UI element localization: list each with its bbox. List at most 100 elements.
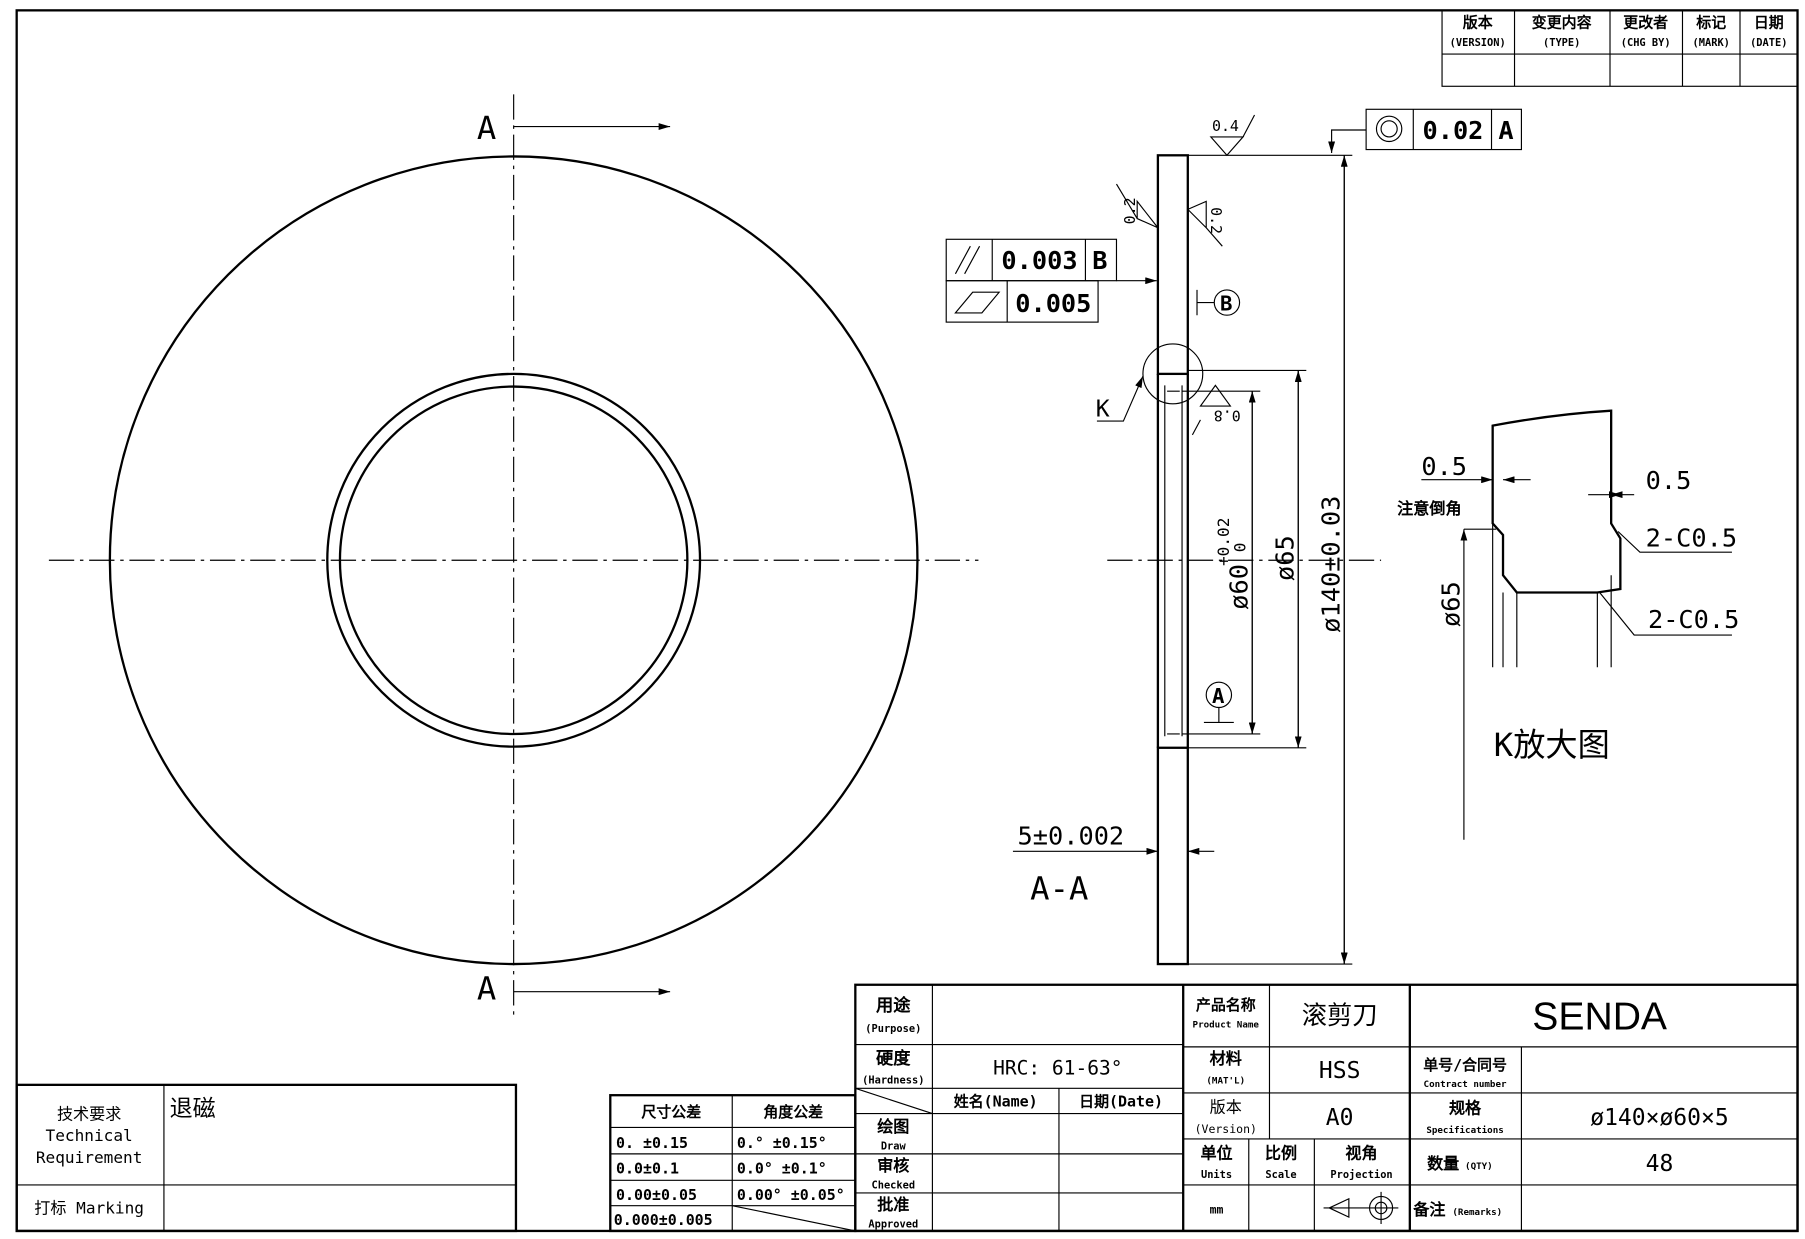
tol-cell: 0.000±0.005 (614, 1211, 713, 1229)
tech-req-value: 退磁 (170, 1096, 216, 1122)
date-header: 日期(Date) (1079, 1093, 1163, 1111)
spec-label-en: Specifications (1426, 1125, 1503, 1136)
rev-header-mark-en: (MARK) (1693, 37, 1730, 49)
tolerance-table: 尺寸公差 角度公差 0. ±0.15 0.° ±0.15° 0.0±0.1 0.… (609, 1094, 857, 1233)
tol-header-angle: 角度公差 (763, 1103, 823, 1121)
units-label: 单位 (1200, 1143, 1232, 1162)
section-view: ø140±0.03 ø65 ø60 +0.02 0 5±0.002 A-A 0.… (945, 108, 1522, 966)
tech-req-label: 技术要求 (57, 1104, 121, 1123)
rev-header-type: 变更内容 (1532, 14, 1592, 32)
tol-cell: 0. ±0.15 (616, 1134, 688, 1152)
tol-cell: 0.00±0.05 (616, 1186, 697, 1204)
tol-cell: 0.° ±0.15° (737, 1134, 827, 1152)
tech-req-label-en2: Requirement (36, 1148, 143, 1167)
spec-value: ø140×ø60×5 (1590, 1105, 1728, 1131)
qty-label-en: (QTY) (1465, 1161, 1493, 1172)
approved-label: 批准 (877, 1195, 909, 1214)
roughness-right: 0.2 (1207, 207, 1225, 234)
tol-cell: 0.00° ±0.05° (737, 1186, 845, 1204)
datum-a: A (1203, 681, 1234, 724)
qty-label: 数量 (1427, 1154, 1459, 1173)
product-name-label: 产品名称 (1196, 996, 1256, 1014)
approved-label-en: Approved (868, 1218, 918, 1230)
hardness-value: HRC: 61-63° (993, 1056, 1122, 1079)
rev-header-mark: 标记 (1695, 14, 1726, 32)
dim-inner-tol-lower: 0 (1230, 542, 1249, 552)
projection-label: 视角 (1345, 1143, 1377, 1162)
section-label-bottom: A (477, 970, 496, 1008)
detail-label-k: K (1096, 396, 1110, 422)
rev-header-version: 版本 (1463, 14, 1493, 32)
front-view: A A (48, 94, 979, 1019)
detail-chamfer-top: 2-C0.5 (1646, 523, 1737, 552)
dim-thickness: 5±0.002 (1018, 821, 1125, 850)
detail-dim-left: 0.5 (1421, 452, 1467, 481)
tech-req-label-en1: Technical (46, 1126, 133, 1145)
purpose-label-en: (Purpose) (865, 1023, 921, 1035)
checked-label-en: Checked (871, 1179, 915, 1191)
sheet-border (15, 9, 1799, 1233)
checked-label: 审核 (877, 1156, 909, 1175)
projection-label-en: Projection (1330, 1169, 1392, 1181)
rev-header-date-en: (DATE) (1750, 37, 1787, 49)
detail-view-k: 0.5 注意倒角 0.5 2-C0.5 2-C0.5 ø65 K放大图 (1397, 409, 1739, 840)
detail-dim-right: 0.5 (1646, 466, 1692, 495)
contract-label: 单号/合同号 (1423, 1056, 1507, 1074)
datum-b: B (1196, 289, 1241, 316)
product-name-value: 滚剪刀 (1302, 1001, 1378, 1030)
scale-label: 比例 (1265, 1143, 1297, 1162)
name-header: 姓名(Name) (954, 1093, 1038, 1111)
svg-text:B: B (1220, 292, 1232, 316)
remarks-label: 备注 (1412, 1200, 1445, 1219)
remarks-label-en: (Remarks) (1452, 1207, 1502, 1218)
rev-header-version-en: (VERSION) (1450, 37, 1506, 49)
purpose-label: 用途 (876, 995, 911, 1016)
version-label-en: (Version) (1195, 1122, 1257, 1136)
projection-symbol-icon (1323, 1191, 1399, 1225)
contract-label-en: Contract number (1424, 1079, 1507, 1090)
units-value: mm (1210, 1203, 1224, 1217)
rev-header-date: 日期 (1754, 14, 1784, 32)
svg-text:A: A (1212, 684, 1225, 708)
roughness-left: 0.2 (1121, 197, 1139, 224)
company-name: SENDA (1532, 996, 1668, 1039)
tol-cell: 0.0±0.1 (616, 1159, 679, 1177)
hardness-label-en: (Hardness) (862, 1075, 924, 1087)
rev-header-chgby-en: (CHG BY) (1621, 37, 1671, 49)
parallelism-value: 0.003 (1001, 246, 1077, 275)
spec-label: 规格 (1449, 1099, 1482, 1118)
dim-outer-diameter: ø140±0.03 (1317, 496, 1346, 633)
rev-header-type-en: (TYPE) (1543, 37, 1580, 49)
roughness-top: 0.4 (1212, 117, 1239, 135)
dim-inner-tol-upper: +0.02 (1214, 518, 1233, 566)
flatness-value: 0.005 (1015, 289, 1091, 318)
material-label-en: (MAT'L) (1206, 1076, 1245, 1087)
detail-note: 注意倒角 (1397, 499, 1461, 518)
detail-chamfer-bottom: 2-C0.5 (1648, 605, 1739, 634)
detail-dim-dia: ø65 (1436, 581, 1465, 627)
concentricity-value: 0.02 (1422, 116, 1483, 145)
tech-requirement-block: 技术要求 Technical Requirement 打标 Marking 退磁 (15, 1083, 518, 1233)
title-block: 用途 (Purpose) 硬度 (Hardness) 姓名(Name) 日期(D… (854, 983, 1799, 1233)
dim-65: ø65 (1271, 535, 1300, 581)
section-label-top: A (477, 109, 496, 147)
material-label: 材料 (1210, 1049, 1242, 1068)
rev-header-chgby: 更改者 (1623, 14, 1668, 32)
parallelism-frame: 0.003 B (945, 238, 1157, 285)
draw-label: 绘图 (877, 1117, 909, 1136)
parallelism-datum: B (1092, 246, 1107, 275)
roughness-bore: 0.8 (1214, 407, 1241, 425)
dim-inner-diameter: ø60 (1225, 564, 1254, 610)
units-label-en: Units (1201, 1169, 1232, 1181)
section-title: A-A (1030, 870, 1088, 908)
draw-label-en: Draw (881, 1140, 907, 1152)
product-name-label-en: Product Name (1193, 1019, 1260, 1030)
concentricity-datum: A (1498, 116, 1513, 145)
tol-cell: 0.0° ±0.1° (737, 1159, 827, 1177)
tol-header-dim: 尺寸公差 (641, 1103, 701, 1121)
qty-value: 48 (1646, 1151, 1674, 1177)
version-value: A0 (1326, 1105, 1354, 1131)
hardness-label: 硬度 (876, 1048, 911, 1069)
marking-label: 打标 Marking (34, 1199, 144, 1218)
